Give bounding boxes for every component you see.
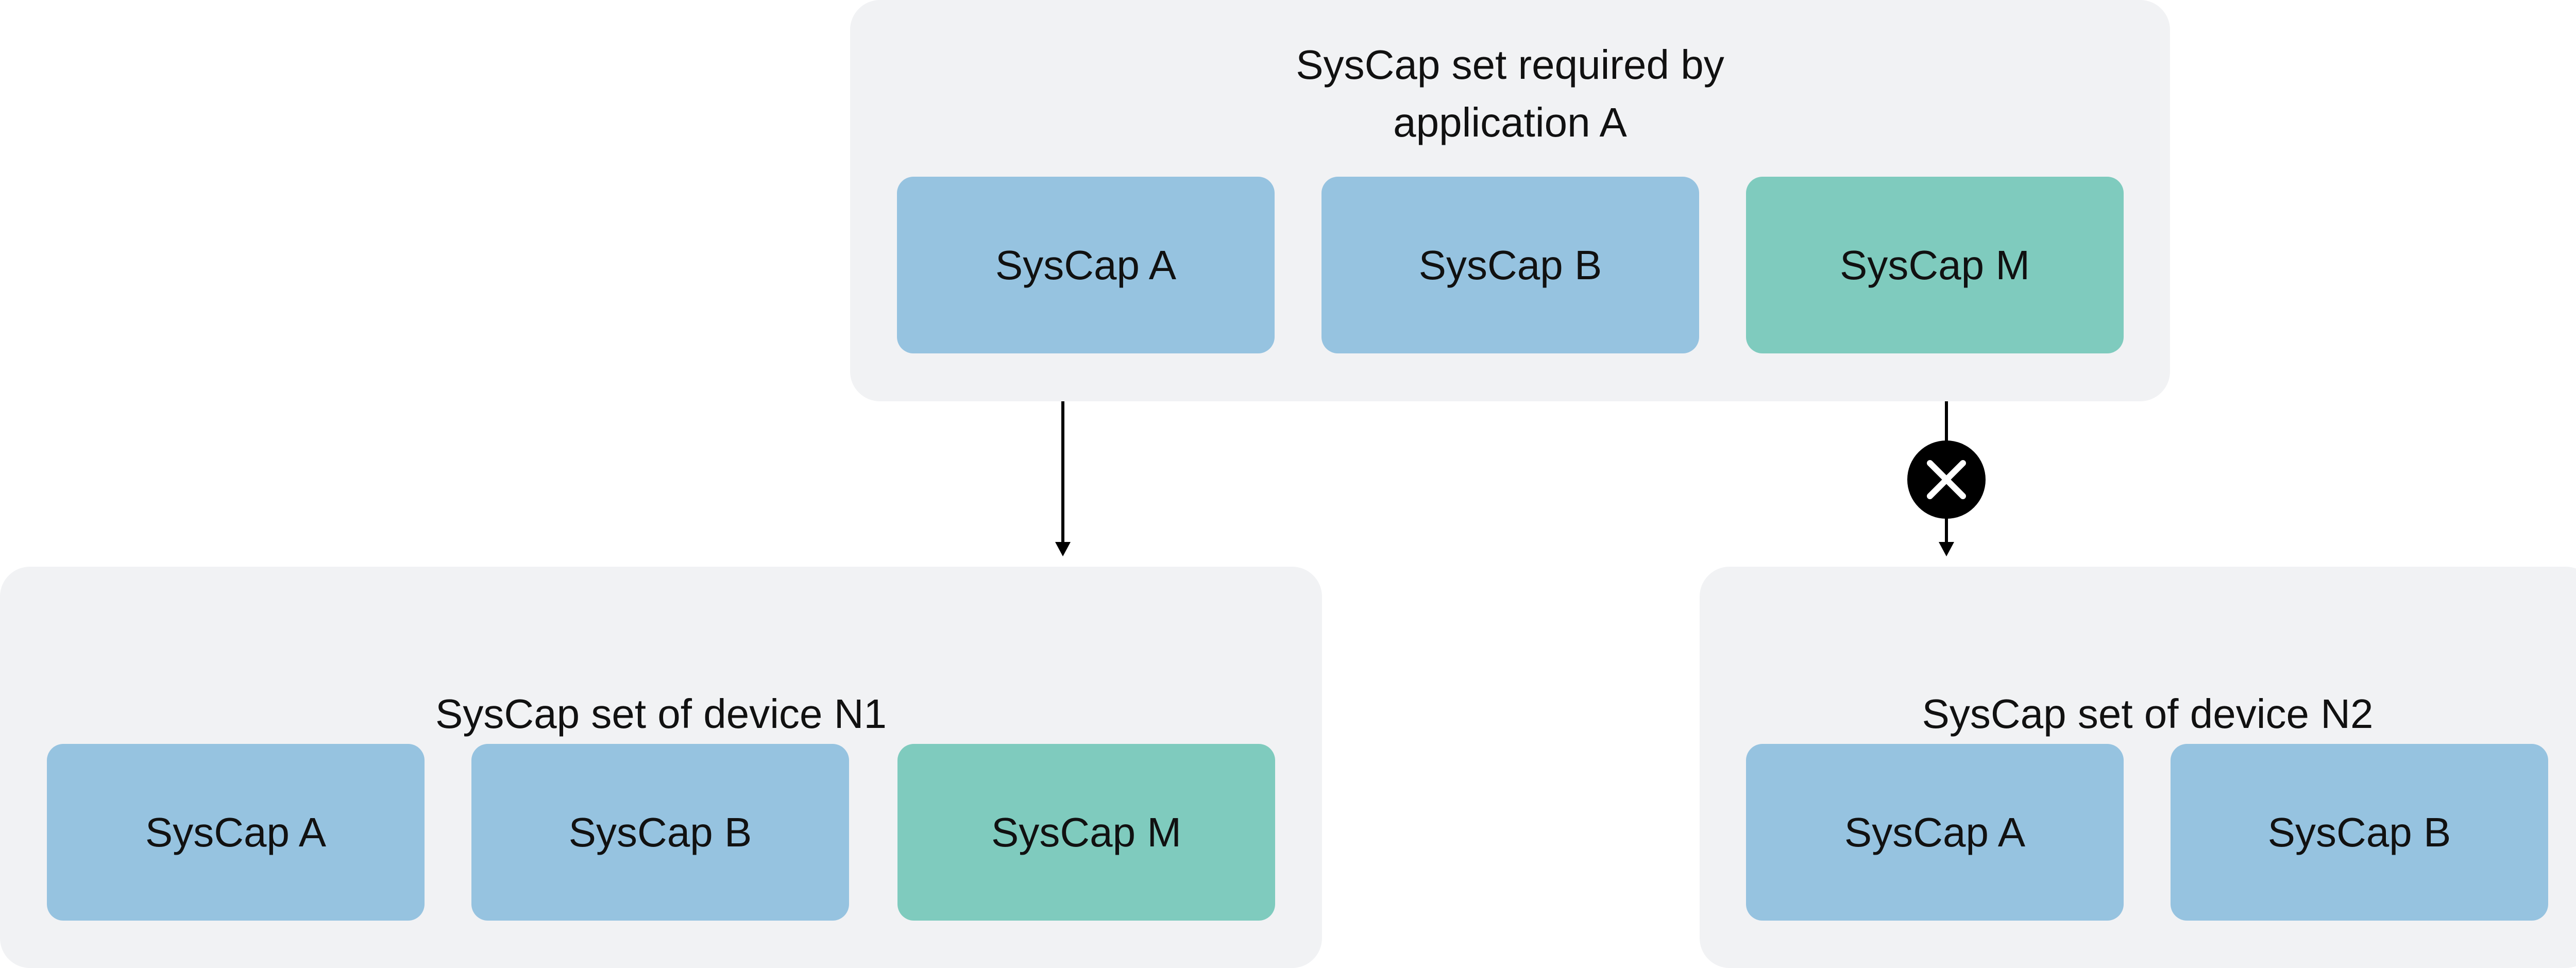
app-syscap-m: SysCap M [1746,177,2124,353]
app-syscap-set: SysCap set required by application A Sys… [850,0,2170,401]
device-n2-syscap-a: SysCap A [1746,744,2124,921]
close-icon [1907,440,1986,519]
app-syscap-set-title: SysCap set required by application A [1296,42,1724,145]
device-n2-syscap-set: SysCap set of device N2 SysCap A SysCap … [1700,567,2576,968]
arrow-app-to-n1 [1055,401,1071,556]
device-n2-title: SysCap set of device N2 [1922,691,2374,737]
device-n2-syscap-b: SysCap B [2171,744,2548,921]
arrow-app-to-n2-blocked [1907,401,1986,556]
device-n1-syscap-a: SysCap A [47,744,425,921]
device-n1-syscap-b: SysCap B [471,744,849,921]
device-n1-title: SysCap set of device N1 [435,691,887,737]
device-n1-syscap-set: SysCap set of device N1 SysCap A SysCap … [0,567,1322,968]
app-syscap-a: SysCap A [897,177,1275,353]
device-n1-syscap-m: SysCap M [897,744,1275,921]
app-syscap-b: SysCap B [1321,177,1699,353]
